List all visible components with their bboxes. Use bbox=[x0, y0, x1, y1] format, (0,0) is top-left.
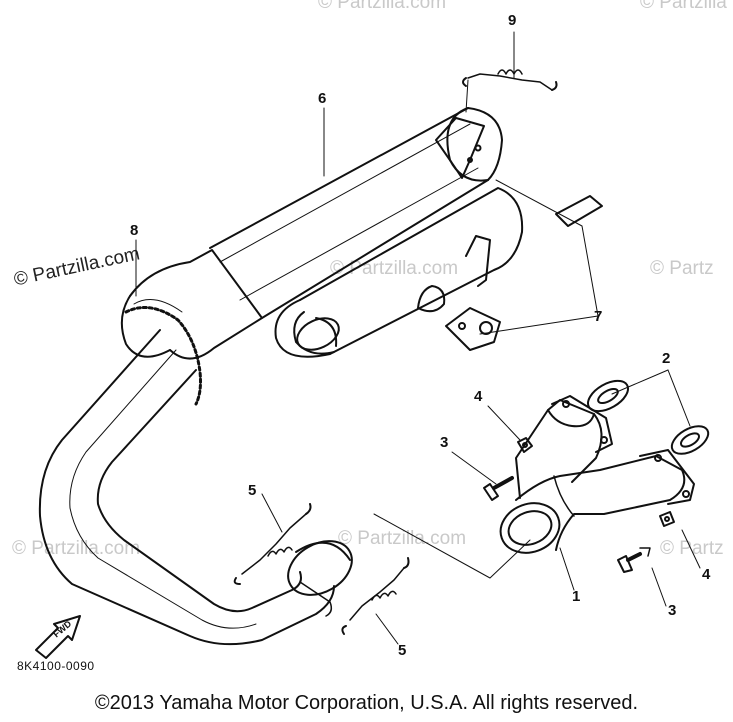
exhaust-pipe bbox=[38, 249, 353, 646]
nut bbox=[517, 437, 675, 527]
diagram-code: 8K4100-0090 bbox=[17, 659, 95, 673]
watermark: © Partzilla bbox=[640, 0, 727, 13]
muffler-spring bbox=[462, 69, 558, 91]
watermark: © Partz bbox=[650, 258, 714, 279]
watermark: © Partzilla.com bbox=[318, 0, 447, 13]
callout-5: 5 bbox=[248, 482, 257, 499]
bolt bbox=[483, 476, 651, 573]
spring bbox=[233, 503, 410, 635]
watermark: © Partzilla.com bbox=[330, 258, 459, 279]
callout-7: 7 bbox=[594, 308, 603, 325]
callout-9: 9 bbox=[508, 12, 517, 29]
callout-5: 5 bbox=[398, 642, 407, 659]
leader-lines bbox=[135, 31, 701, 645]
watermark: © Partz bbox=[660, 538, 724, 559]
callout-8: 8 bbox=[130, 222, 139, 239]
callout-1: 1 bbox=[572, 588, 581, 605]
callout-6: 6 bbox=[318, 90, 327, 107]
callout-3: 3 bbox=[668, 602, 677, 619]
watermark: © Partzilla.com bbox=[12, 538, 141, 559]
muffler bbox=[209, 107, 524, 358]
callout-3: 3 bbox=[440, 434, 449, 451]
watermark: © Partzilla.com bbox=[338, 528, 467, 549]
gasket bbox=[587, 379, 710, 455]
callout-4: 4 bbox=[702, 566, 711, 583]
forward-arrow bbox=[35, 615, 81, 659]
callout-4: 4 bbox=[474, 388, 483, 405]
exhaust-y-pipe bbox=[499, 395, 695, 554]
copyright-notice: ©2013 Yamaha Motor Corporation, U.S.A. A… bbox=[94, 692, 639, 714]
callout-2: 2 bbox=[662, 350, 671, 367]
damper bbox=[555, 195, 603, 227]
